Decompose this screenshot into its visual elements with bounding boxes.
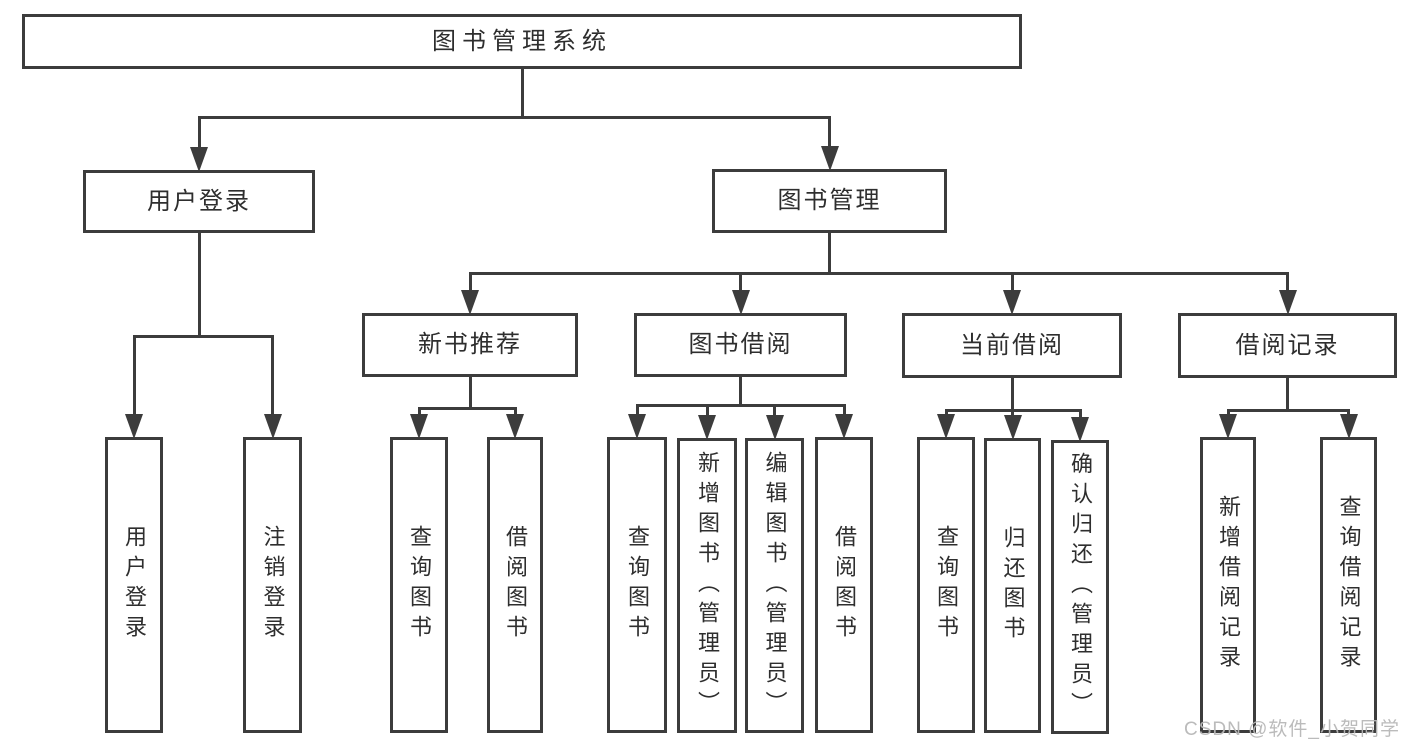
node-leaf-edit-book: 编辑图书（管理员） xyxy=(745,438,804,733)
connector-segment xyxy=(197,115,831,119)
node-label: 图书管理系统 xyxy=(432,27,612,55)
node-label: 查询借阅记录 xyxy=(1336,495,1362,675)
watermark: CSDN @软件_小贺同学 xyxy=(1184,719,1400,740)
node-label: 借阅记录 xyxy=(1235,331,1340,359)
connector-segment xyxy=(828,232,831,273)
node-label: 用户登录 xyxy=(147,187,251,215)
arrowhead-icon xyxy=(125,414,143,439)
connector-segment xyxy=(468,273,472,294)
connector-segment xyxy=(1286,273,1289,294)
node-leaf-query-book-a: 查询图书 xyxy=(390,437,448,733)
node-label: 图书借阅 xyxy=(688,331,793,358)
arrowhead-icon xyxy=(1003,290,1021,315)
node-leaf-query-book-b: 查询图书 xyxy=(607,437,667,733)
node-label: 当前借阅 xyxy=(960,331,1064,359)
node-leaf-borrow-book-a: 借阅图书 xyxy=(487,437,543,733)
node-leaf-return-book: 归还图书 xyxy=(984,438,1041,733)
node-borrow-record: 借阅记录 xyxy=(1178,313,1397,378)
arrowhead-icon xyxy=(1003,415,1022,440)
node-leaf-user-login: 用户登录 xyxy=(105,437,163,733)
connector-segment xyxy=(197,232,201,336)
connector-segment xyxy=(417,408,421,418)
connector-segment xyxy=(271,336,274,418)
node-book-borrow: 图书借阅 xyxy=(634,313,847,377)
connector-segment xyxy=(705,405,709,419)
node-label: 新书推荐 xyxy=(418,331,522,358)
node-new-book-rec: 新书推荐 xyxy=(362,313,578,377)
arrowhead-icon xyxy=(937,414,955,439)
arrowhead-icon xyxy=(1278,290,1297,315)
node-label: 图书管理 xyxy=(777,187,882,214)
node-label: 查询图书 xyxy=(625,525,650,645)
connector-segment xyxy=(635,403,846,407)
arrowhead-icon xyxy=(628,414,646,439)
arrowhead-icon xyxy=(461,290,479,315)
connector-segment xyxy=(1286,377,1289,410)
node-leaf-query-book-c: 查询图书 xyxy=(917,437,975,733)
connector-segment xyxy=(513,408,517,418)
arrowhead-icon xyxy=(1071,417,1089,442)
arrowhead-icon xyxy=(506,414,524,439)
arrowhead-icon xyxy=(1219,414,1237,439)
node-label: 用户登录 xyxy=(122,525,147,645)
connector-segment xyxy=(197,117,201,151)
arrowhead-icon xyxy=(765,415,784,440)
connector-segment xyxy=(468,271,1289,275)
node-leaf-logout: 注销登录 xyxy=(243,437,302,733)
connector-segment xyxy=(739,376,742,405)
connector-segment xyxy=(842,405,846,418)
node-current-borrow: 当前借阅 xyxy=(902,313,1122,378)
node-label: 注销登录 xyxy=(260,525,286,645)
connector-segment xyxy=(468,376,472,408)
connector-segment xyxy=(1010,273,1014,294)
connector-segment xyxy=(417,406,517,410)
arrowhead-icon xyxy=(190,147,208,172)
connector-segment xyxy=(635,405,639,418)
node-leaf-borrow-book-b: 借阅图书 xyxy=(815,437,873,733)
connector-segment xyxy=(520,68,524,117)
connector-segment xyxy=(773,405,776,419)
node-label: 归还图书 xyxy=(1000,525,1026,646)
arrowhead-icon xyxy=(410,414,428,439)
node-leaf-query-record: 查询借阅记录 xyxy=(1320,437,1377,733)
node-book-mgmt: 图书管理 xyxy=(712,169,947,233)
connector-segment xyxy=(132,336,136,418)
node-user-login: 用户登录 xyxy=(83,170,315,233)
node-label: 借阅图书 xyxy=(832,525,857,645)
node-label: 编辑图书（管理员） xyxy=(762,450,788,721)
node-leaf-add-record: 新增借阅记录 xyxy=(1200,437,1256,733)
connector-segment xyxy=(739,273,742,294)
node-label: 确认归还（管理员） xyxy=(1068,452,1093,722)
node-label: 借阅图书 xyxy=(503,525,528,645)
arrowhead-icon xyxy=(263,414,282,439)
connector-segment xyxy=(1226,408,1350,412)
node-label: 查询图书 xyxy=(407,525,432,645)
node-root: 图书管理系统 xyxy=(22,14,1022,69)
connector-segment xyxy=(828,117,831,150)
connector-segment xyxy=(132,334,274,338)
node-label: 新增图书（管理员） xyxy=(695,450,720,721)
node-label: 新增借阅记录 xyxy=(1216,495,1241,675)
arrowhead-icon xyxy=(835,414,853,439)
arrowhead-icon xyxy=(1339,414,1358,439)
arrowhead-icon xyxy=(820,146,839,171)
node-leaf-confirm-return: 确认归还（管理员） xyxy=(1051,440,1109,734)
node-label: 查询图书 xyxy=(934,525,959,645)
connector-segment xyxy=(1011,410,1014,419)
connector-segment xyxy=(1078,410,1082,421)
arrowhead-icon xyxy=(698,415,716,440)
arrowhead-icon xyxy=(731,290,750,315)
node-leaf-add-book: 新增图书（管理员） xyxy=(677,438,737,733)
connector-segment xyxy=(1010,377,1014,410)
